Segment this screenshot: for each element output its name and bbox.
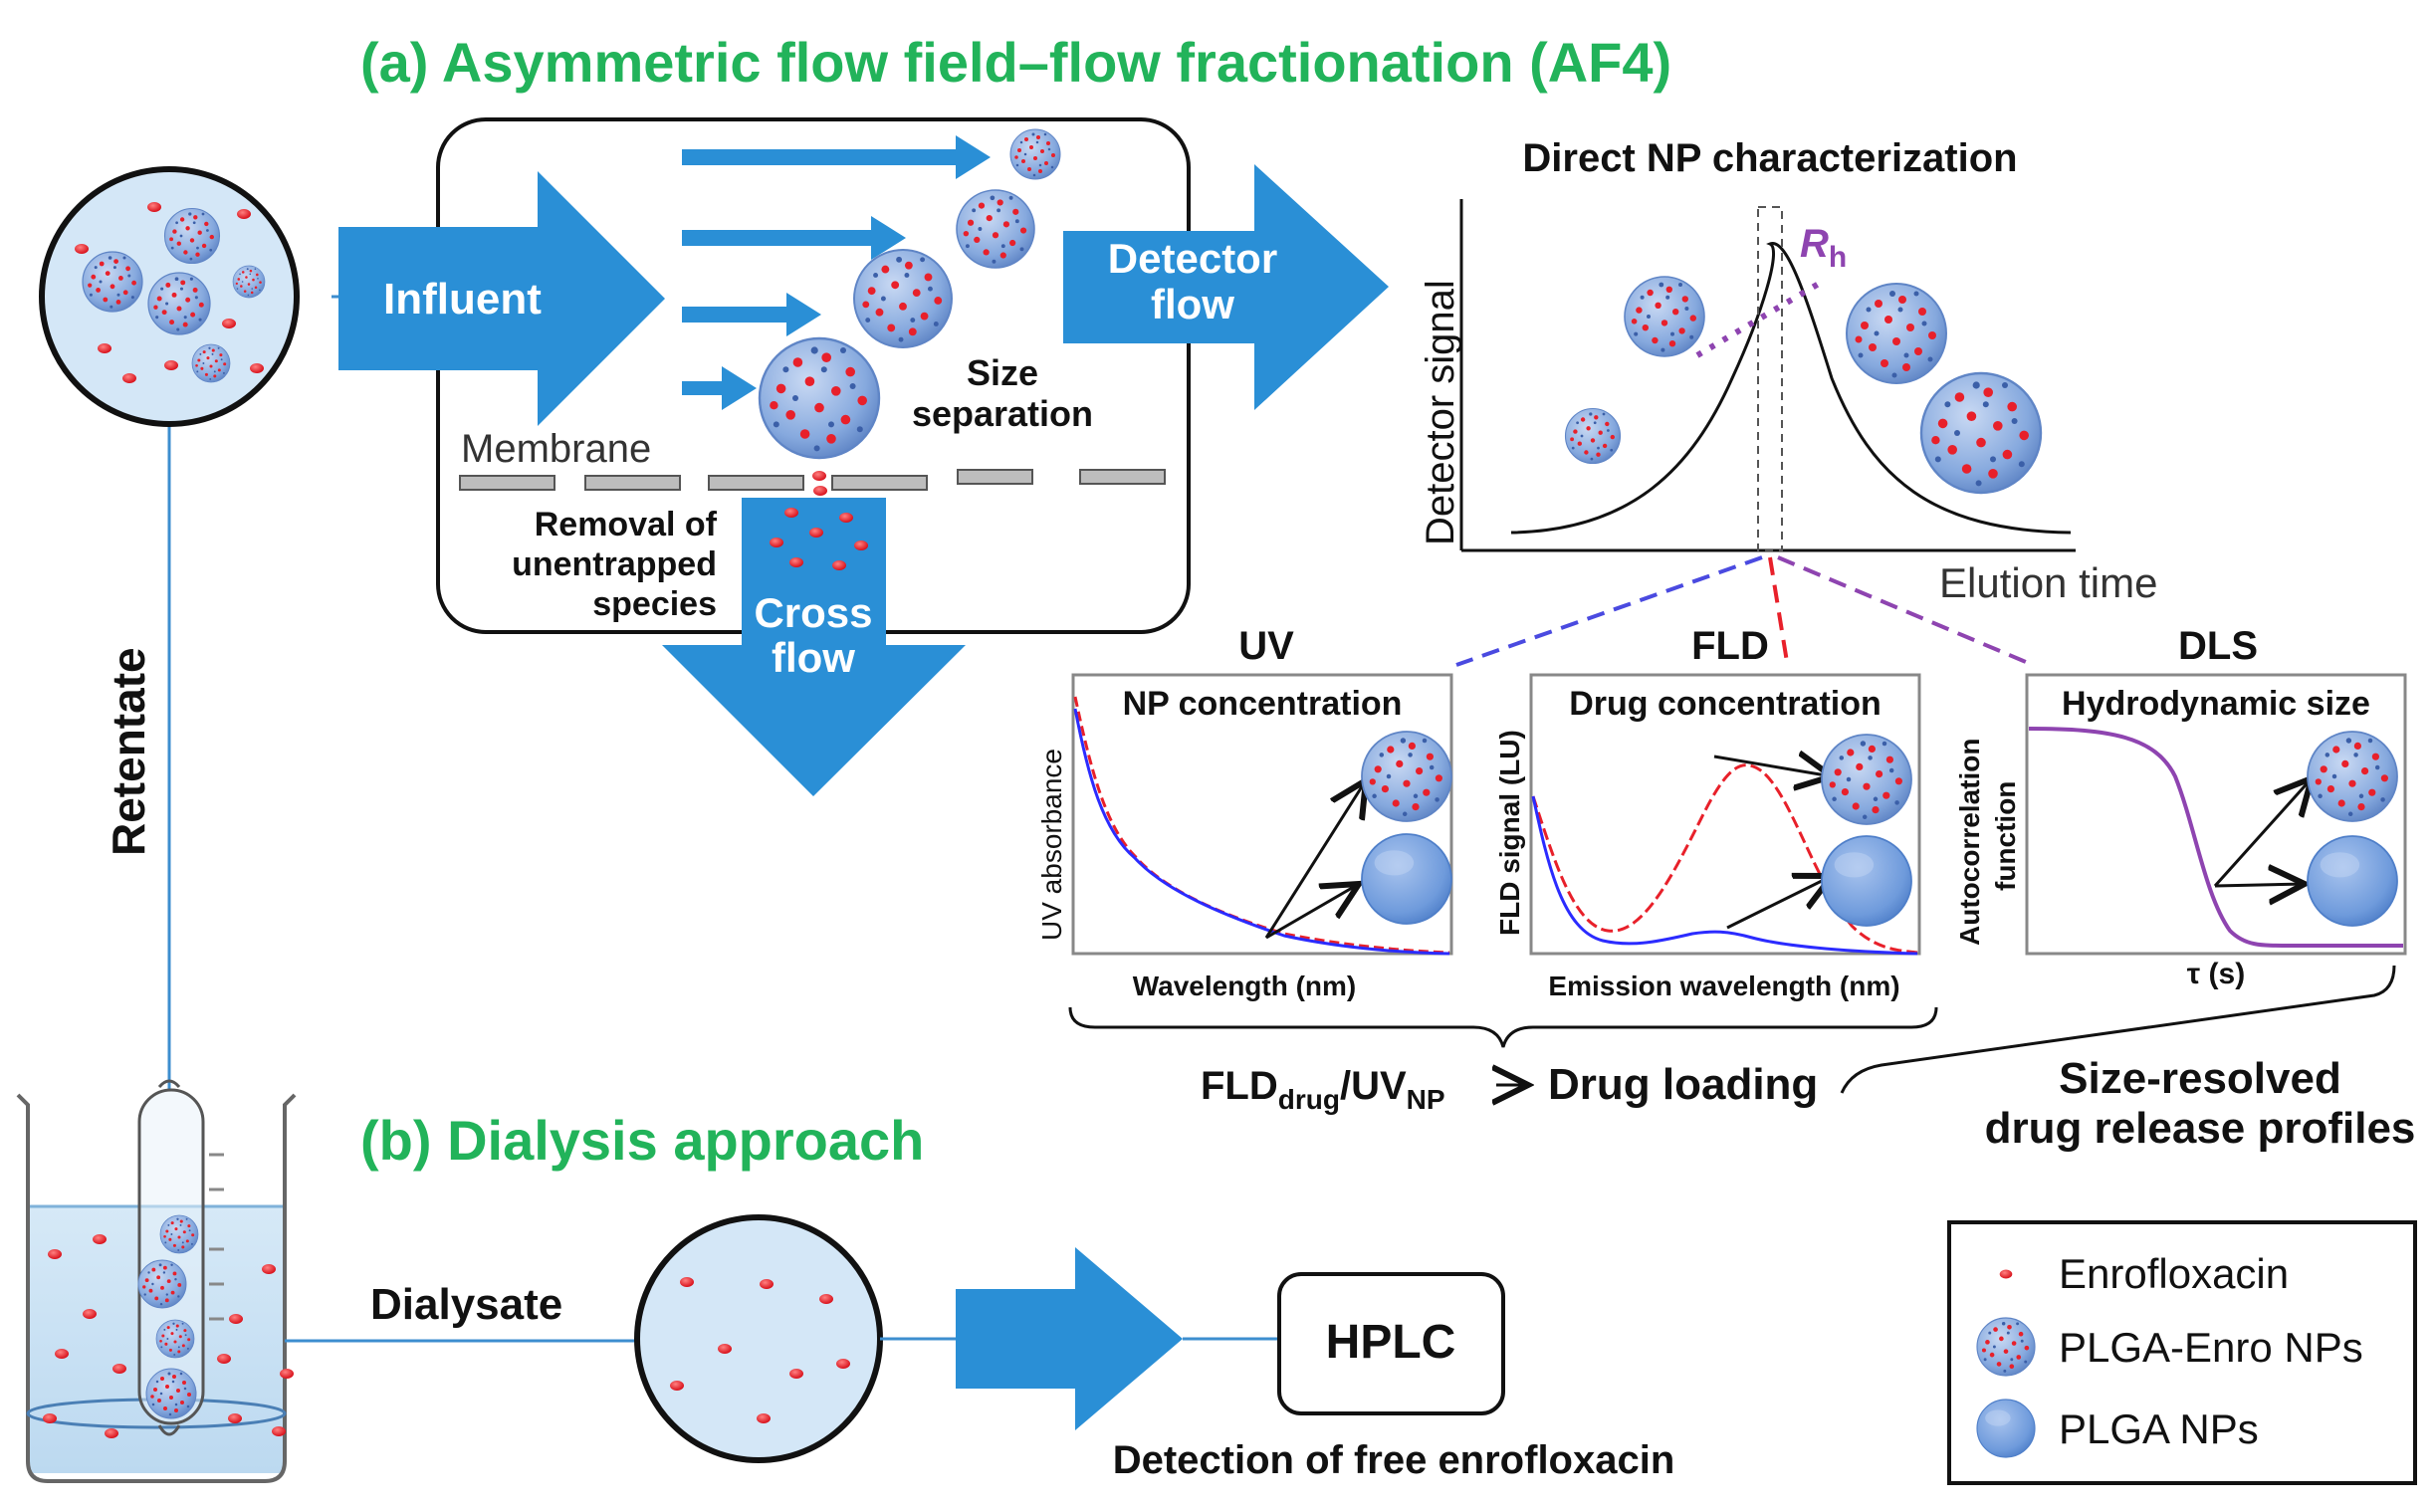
char-np-1	[1624, 276, 1705, 357]
np-large-sep	[853, 249, 953, 348]
detector-signal-ylabel: Detector signal	[1419, 280, 1462, 545]
uv-title: NP concentration	[1123, 685, 1403, 723]
size-resolved-2: drug release profiles	[1985, 1104, 2416, 1153]
influent-label: Influent	[383, 275, 542, 324]
size-separation-2: separation	[912, 393, 1093, 434]
char-np-2	[1564, 407, 1622, 465]
title-af4: (a) Asymmetric flow field–flow fractiona…	[360, 31, 1671, 94]
fld-panel: Drug concentration	[1529, 673, 1921, 956]
cross-flow-label-1: Cross	[754, 589, 872, 636]
hplc-box	[1277, 1272, 1505, 1415]
rh-label: Rh	[1800, 222, 1847, 274]
legend-plga-icon	[1976, 1399, 2036, 1458]
legend: Enrofloxacin PLGA-Enro NPs PLGA NPs	[1947, 1220, 2417, 1485]
title-dialysis: (b) Dialysis approach	[360, 1109, 924, 1172]
legend-enro-icon	[1999, 1269, 2013, 1279]
removal-text-3: species	[592, 585, 717, 623]
fld-ylabel: FLD signal (LU)	[1494, 730, 1525, 936]
ratio-drug-sub: drug	[1278, 1084, 1340, 1115]
dls-ylabel-1: Autocorrelation	[1954, 739, 1985, 946]
fld-xlabel: Emission wavelength (nm)	[1548, 971, 1899, 1001]
size-resolved-1: Size-resolved	[2059, 1054, 2341, 1103]
rh-sub: h	[1829, 241, 1847, 274]
rh-main: R	[1800, 222, 1829, 266]
fld-uv-ratio: FLDdrug/UVNP	[1201, 1064, 1445, 1115]
fld-title: Drug concentration	[1569, 685, 1882, 723]
removal-text-2: unentrapped	[512, 545, 717, 583]
ratio-uv: /UV	[1340, 1064, 1407, 1108]
fld-name: FLD	[1691, 624, 1769, 668]
brace-uv-fld	[1068, 1006, 1938, 1048]
np-small-sep	[1009, 128, 1061, 180]
uv-xlabel: Wavelength (nm)	[1133, 971, 1357, 1001]
dialysate-label: Dialysate	[370, 1280, 562, 1329]
dls-title: Hydrodynamic size	[2062, 685, 2370, 723]
retentate-label: Retentate	[103, 647, 154, 856]
detector-flow-arrow: Detector flow	[1063, 164, 1389, 410]
dls-xlabel: τ (s)	[2187, 958, 2245, 990]
legend-enro: Enrofloxacin	[2059, 1250, 2289, 1297]
np-xlarge-sep	[758, 336, 881, 460]
uv-name: UV	[1238, 624, 1294, 668]
membrane-label: Membrane	[461, 427, 651, 471]
ratio-np-sub: NP	[1407, 1084, 1445, 1115]
sample-circle	[39, 166, 388, 1090]
uv-panel: NP concentration	[1071, 673, 1453, 956]
np-medium-sep	[956, 189, 1035, 269]
legend-plga: PLGA NPs	[2059, 1405, 2259, 1452]
dialysate-circle	[634, 1214, 883, 1463]
legend-plga-enro: PLGA-Enro NPs	[2059, 1324, 2363, 1371]
drug-loading-label: Drug loading	[1548, 1060, 1818, 1109]
char-np-4	[1919, 371, 2043, 495]
char-np-3	[1846, 283, 1947, 384]
dls-name: DLS	[2178, 624, 2258, 668]
size-separation-1: Size	[967, 352, 1038, 393]
characterization-plot	[1459, 199, 2076, 552]
legend-plga-enro-icon	[1976, 1317, 2036, 1377]
dls-panel: Hydrodynamic size	[2025, 673, 2407, 956]
dialysis-arrow	[956, 1247, 1183, 1430]
beaker	[16, 1079, 297, 1483]
removal-text-1: Removal of	[535, 506, 718, 543]
detector-flow-label-2: flow	[1151, 281, 1234, 327]
uv-ylabel: UV absorbance	[1036, 749, 1067, 941]
brace-dls	[1840, 965, 2396, 1094]
hplc-label: HPLC	[1326, 1316, 1456, 1369]
detector-flow-label-1: Detector	[1108, 235, 1277, 282]
elution-time-xlabel: Elution time	[1939, 559, 2157, 606]
membrane	[459, 469, 1166, 491]
characterization-title: Direct NP characterization	[1522, 136, 2017, 180]
dls-ylabel-2: function	[1990, 781, 2021, 891]
flow-arrows	[682, 135, 991, 410]
detection-label: Detection of free enrofloxacin	[1113, 1438, 1675, 1482]
influent-arrow: Influent	[338, 171, 665, 426]
cross-flow-label-2: flow	[772, 634, 855, 681]
cross-flow-arrow: Cross flow	[662, 498, 966, 796]
ratio-fld: FLD	[1201, 1064, 1278, 1108]
